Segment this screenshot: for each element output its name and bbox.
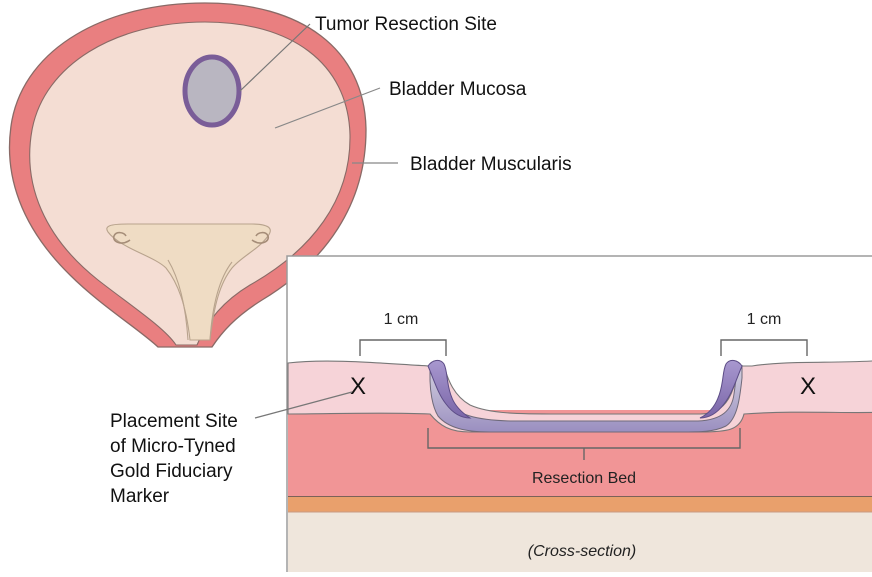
resection-bed-label: Resection Bed [532,470,636,487]
placement-label-line-4: Marker [110,486,170,507]
left-1cm-label: 1 cm [384,311,419,328]
placement-label-line-1: Placement Site [110,411,238,432]
placement-label-line-2: of Micro-Tyned [110,436,236,457]
fat-stripe-layer [288,496,872,512]
placement-site-label: Placement Site of Micro-Tyned Gold Fiduc… [110,411,238,507]
right-1cm-label: 1 cm [747,311,782,328]
cross-section-label: (Cross-section) [528,543,636,560]
cross-section-panel: 1 cm 1 cm X X Resection Bed (Cross-secti… [287,256,872,572]
base-layer [288,512,872,572]
bladder-mucosa-label: Bladder Mucosa [389,79,527,100]
bladder-muscularis-label: Bladder Muscularis [410,154,572,175]
left-marker-x: X [350,373,366,400]
right-marker-x: X [800,373,816,400]
placement-label-line-3: Gold Fiduciary [110,461,233,482]
tumor-resection-site [185,57,239,125]
tumor-resection-site-label: Tumor Resection Site [315,14,497,35]
